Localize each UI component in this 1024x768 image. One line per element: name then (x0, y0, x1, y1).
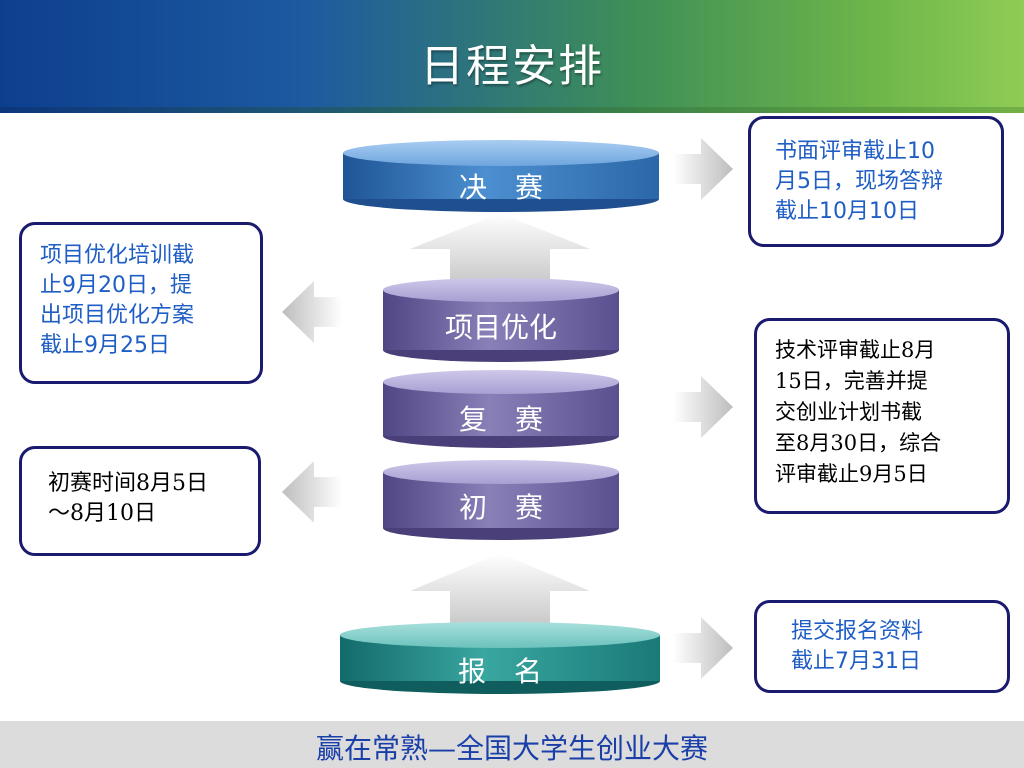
note-line: 截止10月10日 (775, 199, 919, 224)
note-line: 书面评审截止10 (775, 139, 935, 164)
note-line: 技术评审截止8月 (775, 338, 936, 362)
note-line: 评审截止9月5日 (775, 462, 928, 486)
stage-semi-label: 复 赛 (458, 403, 543, 436)
footer-bar: 赢在常熟—全国大学生创业大赛 (0, 721, 1024, 768)
header-banner: 日程安排 (0, 0, 1024, 113)
stage-optimize: 项目优化 (383, 278, 619, 362)
up-arrow-icon (410, 213, 590, 283)
stage-signup-label: 报 名 (457, 655, 542, 688)
note-line: 提交报名资料 (791, 619, 924, 644)
stage-prelim: 初 赛 (383, 460, 619, 540)
stage-prelim-label: 初 赛 (458, 491, 543, 524)
footer-text: 赢在常熟—全国大学生创业大赛 (315, 732, 708, 765)
note-line: 初赛时间8月5日 (48, 471, 208, 496)
right-arrow-icon (673, 376, 733, 438)
note-line: 截止9月25日 (40, 333, 170, 358)
note-semi-review: 技术评审截止8月 15日，完善并提 交创业计划书截 至8月30日，综合 评审截止… (754, 318, 1010, 514)
stage-optimize-label: 项目优化 (444, 311, 557, 344)
note-line: 截止7月31日 (791, 649, 921, 674)
page-title: 日程安排 (420, 41, 604, 92)
left-arrow-icon (282, 461, 342, 523)
note-line: 出项目优化方案 (40, 303, 195, 328)
stage-final-label: 决 赛 (458, 171, 543, 204)
note-final-review: 书面评审截止10 月5日，现场答辩 截止10月10日 (748, 116, 1004, 247)
right-arrow-icon (673, 138, 733, 200)
note-line: 项目优化培训截 (40, 243, 195, 268)
note-line: 月5日，现场答辩 (775, 169, 943, 194)
note-line: ～8月10日 (48, 501, 156, 526)
note-optimize-training: 项目优化培训截 止9月20日，提 出项目优化方案 截止9月25日 (19, 222, 263, 384)
note-line: 交创业计划书截 (775, 400, 922, 424)
up-arrow-icon (410, 553, 590, 625)
stage-final: 决 赛 (343, 140, 659, 212)
note-signup-deadline: 提交报名资料 截止7月31日 (754, 600, 1010, 693)
note-line: 止9月20日，提 (40, 273, 192, 298)
note-line: 至8月30日，综合 (775, 431, 942, 455)
right-arrow-icon (673, 617, 733, 679)
note-prelim-time: 初赛时间8月5日 ～8月10日 (19, 446, 261, 556)
stage-signup: 报 名 (340, 622, 660, 694)
left-arrow-icon (282, 281, 342, 343)
stage-semi: 复 赛 (383, 370, 619, 448)
note-line: 15日，完善并提 (775, 369, 928, 393)
